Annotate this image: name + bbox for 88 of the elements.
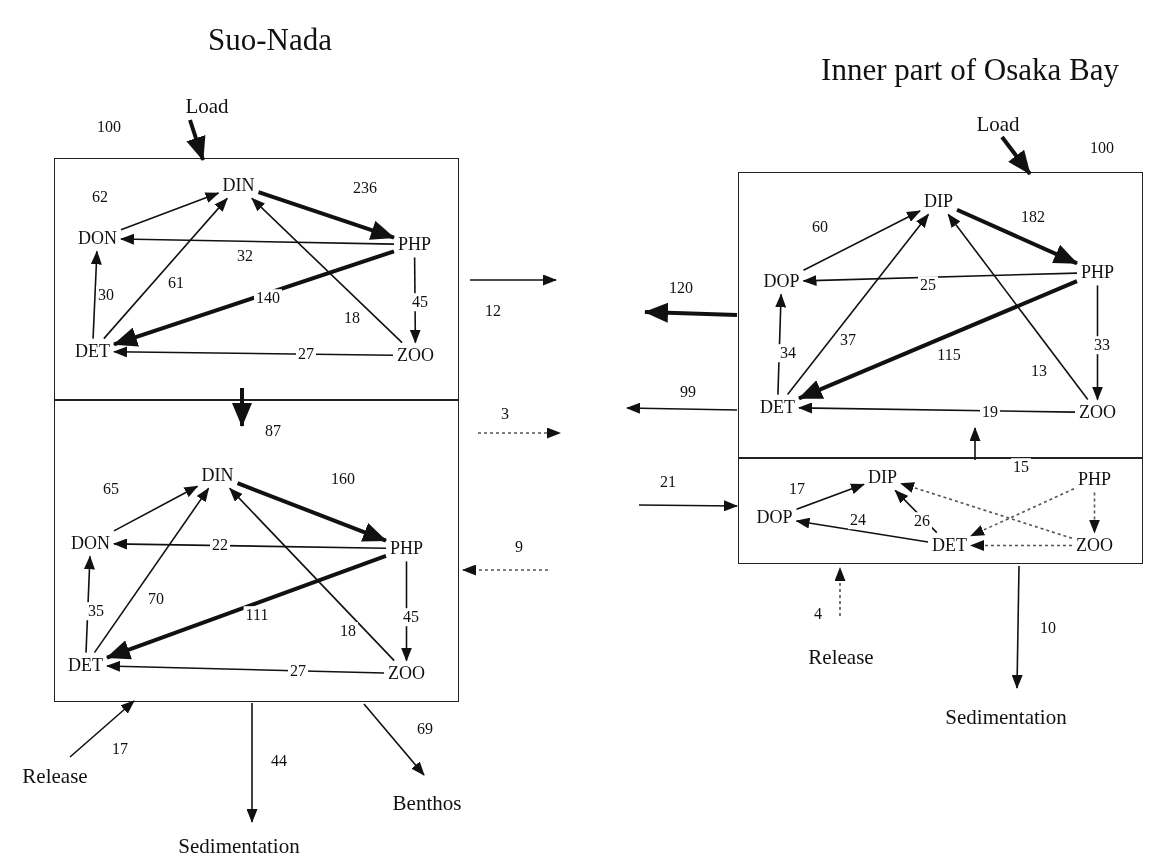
layer-box bbox=[738, 458, 1143, 564]
flow-arrow bbox=[186, 119, 206, 161]
flow-arrow bbox=[834, 567, 846, 617]
flow-arrow bbox=[970, 488, 1075, 537]
flow-arrow bbox=[251, 197, 403, 344]
pool-label: PHP bbox=[1077, 469, 1112, 490]
flow-arrow bbox=[401, 560, 412, 662]
flow-arrow bbox=[795, 483, 865, 511]
flow-arrow bbox=[113, 538, 387, 550]
flow-arrow bbox=[798, 279, 1078, 401]
flow-arrow bbox=[802, 210, 921, 272]
pool-label: DIN bbox=[221, 175, 256, 196]
flow-arrow bbox=[257, 190, 395, 240]
edge-label: 24 bbox=[848, 511, 868, 529]
flow-arrow bbox=[469, 274, 557, 286]
flow-arrow bbox=[969, 427, 981, 461]
flow-arrow bbox=[947, 213, 1089, 401]
flow-arrow bbox=[1000, 135, 1032, 176]
flow-arrow bbox=[956, 207, 1078, 266]
flow-arrow bbox=[638, 500, 738, 512]
flow-arrow bbox=[236, 481, 387, 543]
pool-label: DET bbox=[67, 655, 104, 676]
pool-label: ZOO bbox=[387, 663, 426, 684]
pool-label: DET bbox=[759, 397, 796, 418]
edge-label: 35 bbox=[86, 602, 106, 620]
pool-label: DIN bbox=[200, 465, 235, 486]
pool-label: DIP bbox=[867, 467, 898, 488]
flux-label: Load bbox=[975, 113, 1021, 137]
flow-arrow bbox=[93, 487, 210, 654]
pool-label: PHP bbox=[1080, 262, 1115, 283]
flow-arrow bbox=[113, 485, 199, 532]
edge-label: 33 bbox=[1092, 336, 1112, 354]
flow-arrow bbox=[786, 213, 930, 396]
flow-arrow bbox=[90, 250, 102, 340]
flow-arrow bbox=[106, 554, 387, 660]
pool-label: DET bbox=[74, 341, 111, 362]
flow-arrow bbox=[900, 482, 1073, 540]
flow-arrow bbox=[103, 197, 228, 340]
flow-arrow bbox=[120, 192, 220, 231]
layer-box bbox=[54, 158, 459, 400]
flow-arrow bbox=[229, 487, 395, 662]
flow-arrow bbox=[1089, 491, 1100, 534]
edge-label: 45 bbox=[410, 293, 430, 311]
flow-arrow bbox=[1011, 565, 1023, 689]
flux-label: Benthos bbox=[391, 792, 463, 816]
flow-arrow bbox=[795, 517, 929, 543]
flow-arrow bbox=[232, 388, 252, 427]
flux-label: Sedimentation bbox=[944, 706, 1068, 730]
flux-label: Sedimentation bbox=[177, 835, 301, 859]
flow-arrow bbox=[798, 402, 1076, 414]
flux-label: Release bbox=[21, 765, 89, 789]
pool-label: ZOO bbox=[396, 345, 435, 366]
flow-arrow bbox=[409, 256, 421, 344]
edge-label: 26 bbox=[912, 512, 932, 530]
flow-arrow bbox=[83, 555, 95, 654]
pool-label: DOP bbox=[755, 507, 794, 528]
flow-arrow bbox=[970, 540, 1073, 551]
flow-arrow bbox=[644, 302, 738, 323]
pool-label: ZOO bbox=[1075, 535, 1114, 556]
flow-arrow bbox=[477, 427, 561, 439]
flow-arrow bbox=[802, 272, 1078, 286]
flow-arrow bbox=[113, 249, 395, 347]
flow-arrow bbox=[246, 702, 258, 823]
flow-arrow bbox=[775, 293, 787, 396]
pool-label: DIP bbox=[923, 191, 954, 212]
edge-label: 34 bbox=[778, 344, 798, 362]
flux-label: Release bbox=[807, 646, 875, 670]
pool-label: DOP bbox=[762, 271, 801, 292]
flow-arrow bbox=[106, 660, 385, 674]
flow-arrow bbox=[626, 402, 738, 414]
flow-arrow bbox=[1092, 284, 1103, 401]
pool-label: DON bbox=[77, 228, 118, 249]
region-title: Inner part of Osaka Bay bbox=[821, 52, 1119, 88]
pool-label: DET bbox=[931, 535, 968, 556]
layer-box bbox=[738, 172, 1143, 458]
flow-arrow bbox=[113, 346, 394, 358]
edge-label: 45 bbox=[401, 608, 421, 626]
flow-arrow bbox=[462, 564, 549, 576]
pool-label: ZOO bbox=[1078, 402, 1117, 423]
flux-label: Load bbox=[184, 95, 230, 119]
region-title: Suo-Nada bbox=[208, 22, 332, 58]
flow-arrow bbox=[120, 233, 395, 245]
layer-box bbox=[54, 400, 459, 702]
pool-label: PHP bbox=[389, 538, 424, 559]
pool-label: DON bbox=[70, 533, 111, 554]
flow-arrow bbox=[363, 703, 425, 776]
flow-arrow bbox=[69, 700, 135, 758]
pool-label: PHP bbox=[397, 234, 432, 255]
